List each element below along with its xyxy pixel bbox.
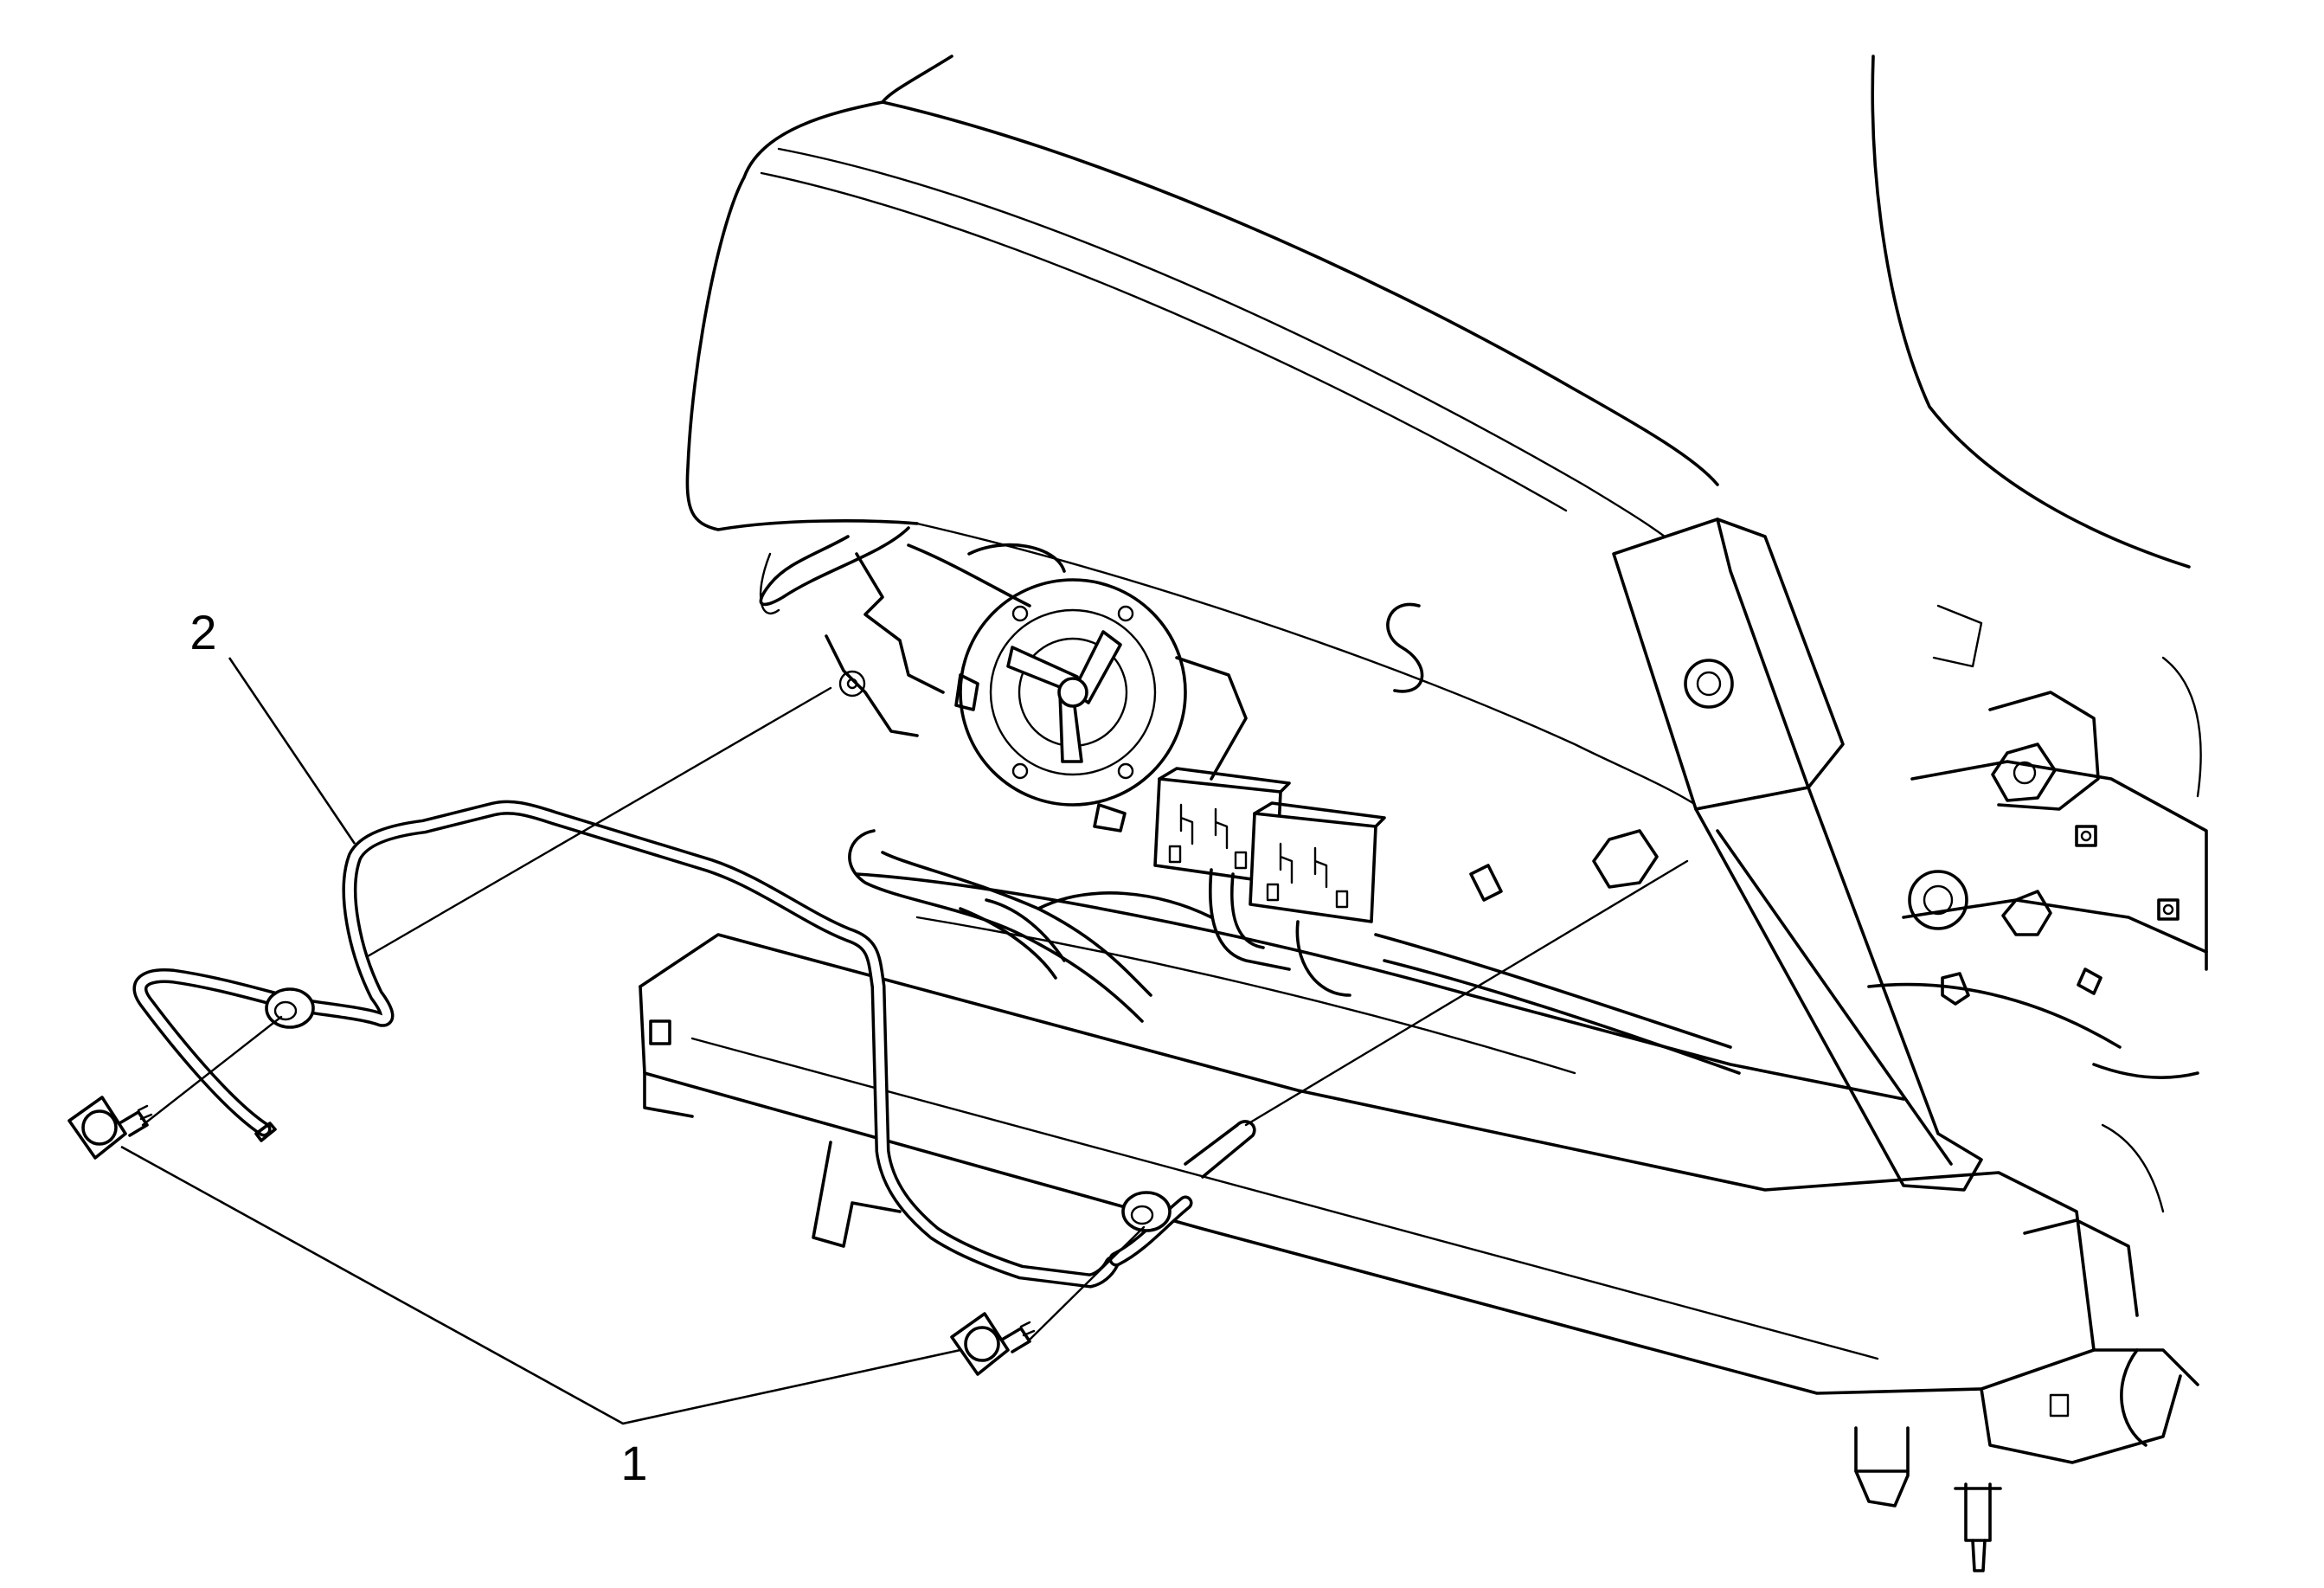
recliner-motor-assembly [825, 543, 1248, 833]
seat-side-bracket [1612, 518, 1983, 1192]
callout-1: 1 [120, 1145, 961, 1490]
callout-1-label: 1 [620, 1436, 647, 1490]
callout-2-label: 2 [189, 605, 216, 659]
harness-retainer-left [67, 1096, 153, 1160]
callout-1-leader-line [120, 1145, 961, 1425]
seat-harness-routing [759, 526, 2199, 1079]
installation-guide-lines [141, 686, 1689, 1341]
harness-retainer-right [950, 1312, 1036, 1376]
seat-back [685, 55, 2191, 807]
electrical-connectors [1153, 767, 1386, 997]
wiring-harness-item-2 [132, 800, 1256, 1289]
frame-fasteners [1469, 604, 2202, 1006]
callout-2-leader-line [228, 657, 356, 845]
callout-2: 2 [189, 605, 356, 845]
